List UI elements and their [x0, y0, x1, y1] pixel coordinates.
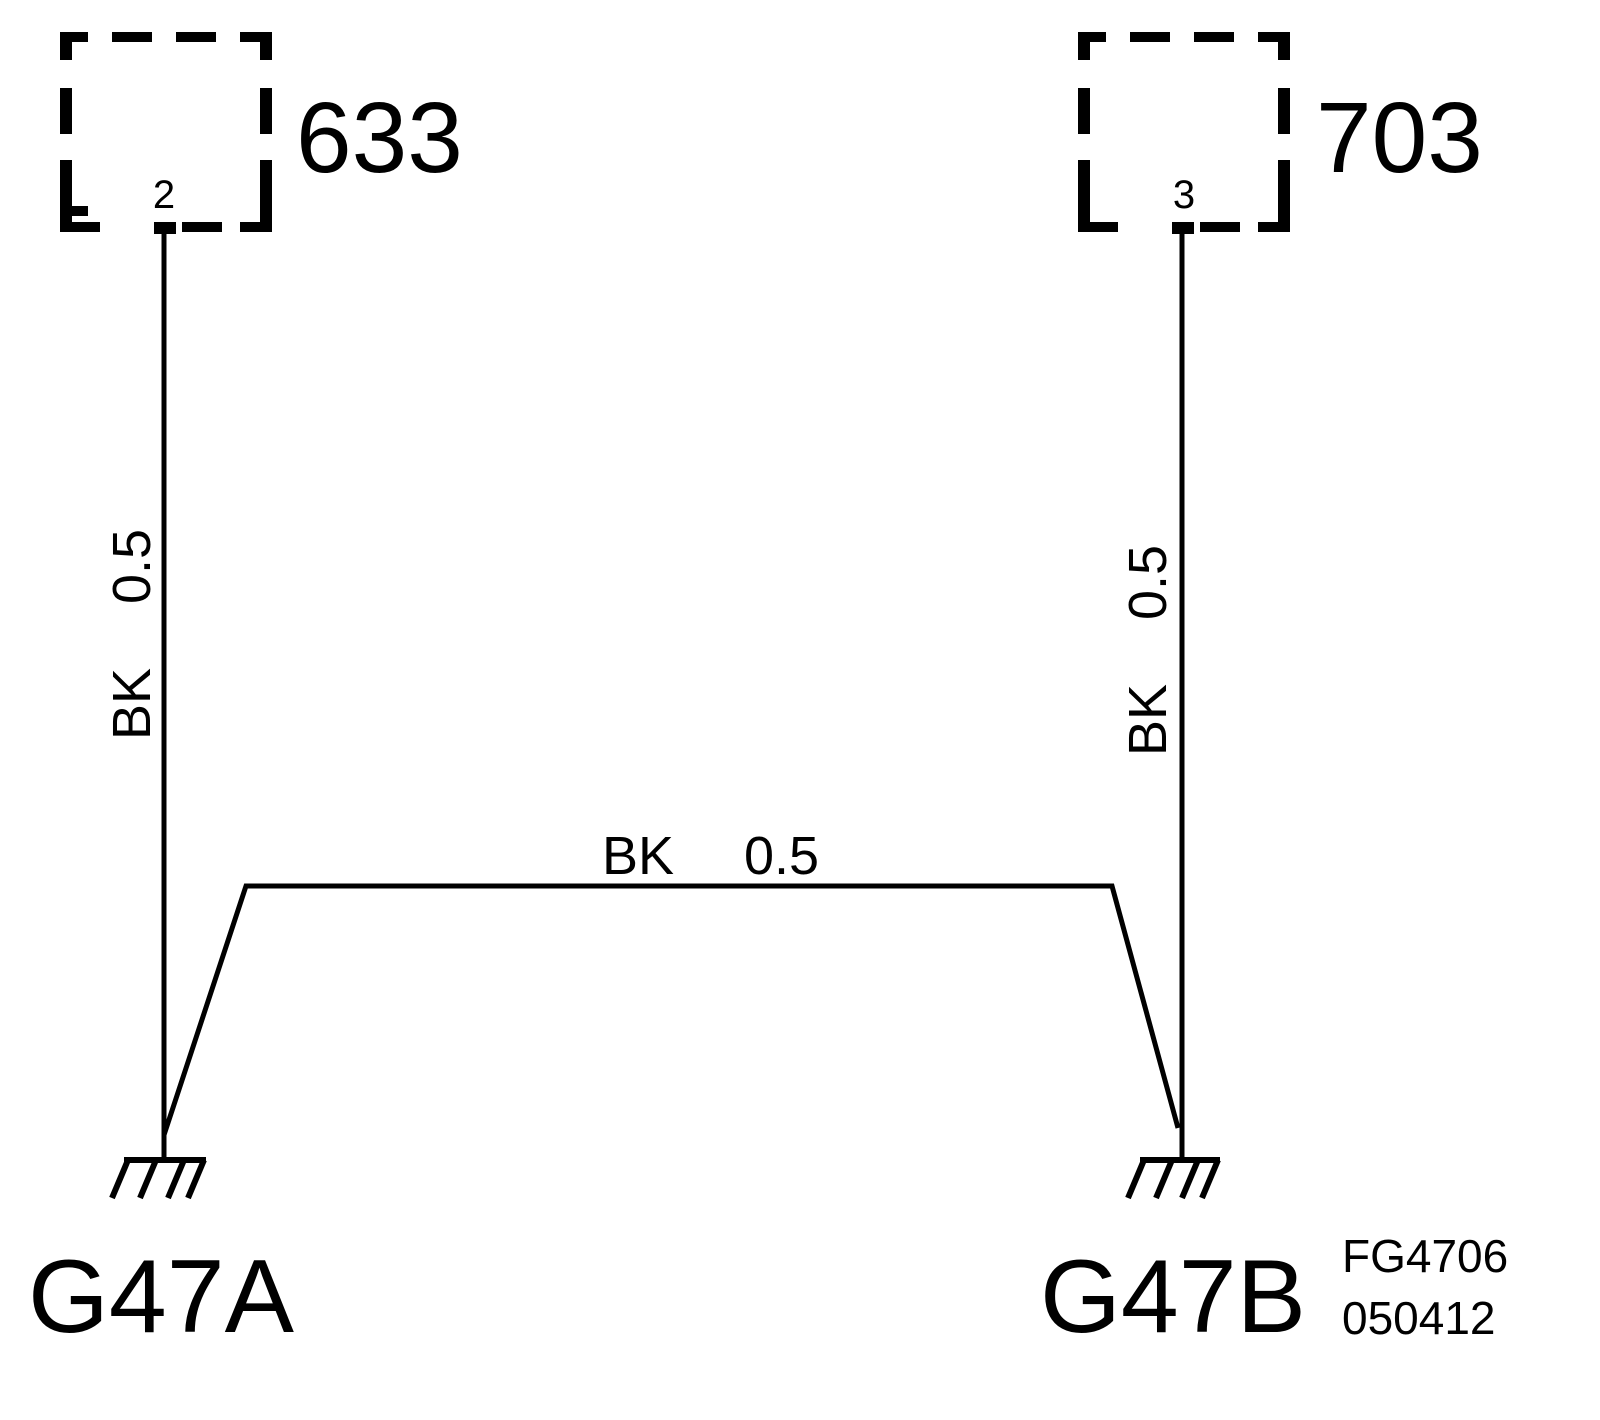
component-703-label: 703 — [1316, 82, 1483, 194]
component-703-box — [1078, 32, 1290, 232]
wire-bridge — [161, 883, 1181, 1136]
ground-g47a-icon — [109, 1157, 207, 1200]
wire-left-size: 0.5 — [102, 529, 162, 604]
pin-703-stub — [1172, 222, 1194, 234]
wire-left-color: BK — [102, 668, 162, 740]
component-633-box — [60, 32, 272, 232]
pin-633-number: 2 — [153, 173, 175, 217]
component-633-label: 633 — [296, 82, 463, 194]
pin-703-number: 3 — [1173, 173, 1195, 217]
ground-g47a-label: G47A — [28, 1239, 295, 1355]
ground-g47b-icon — [1125, 1157, 1221, 1200]
ground-g47b-label: G47B — [1040, 1239, 1306, 1355]
pin-633-stub — [154, 222, 176, 234]
wire-bridge-size: 0.5 — [744, 826, 819, 886]
wire-left-label-group: BK 0.5 — [102, 529, 162, 740]
wire-right-color: BK — [1118, 684, 1178, 756]
wire-right-size: 0.5 — [1118, 545, 1178, 620]
figure-ref-code: FG4706 — [1342, 1230, 1508, 1282]
wire-bridge-color: BK — [602, 826, 674, 886]
wire-right-label-group: BK 0.5 — [1118, 545, 1178, 756]
figure-ref-date: 050412 — [1342, 1292, 1496, 1344]
